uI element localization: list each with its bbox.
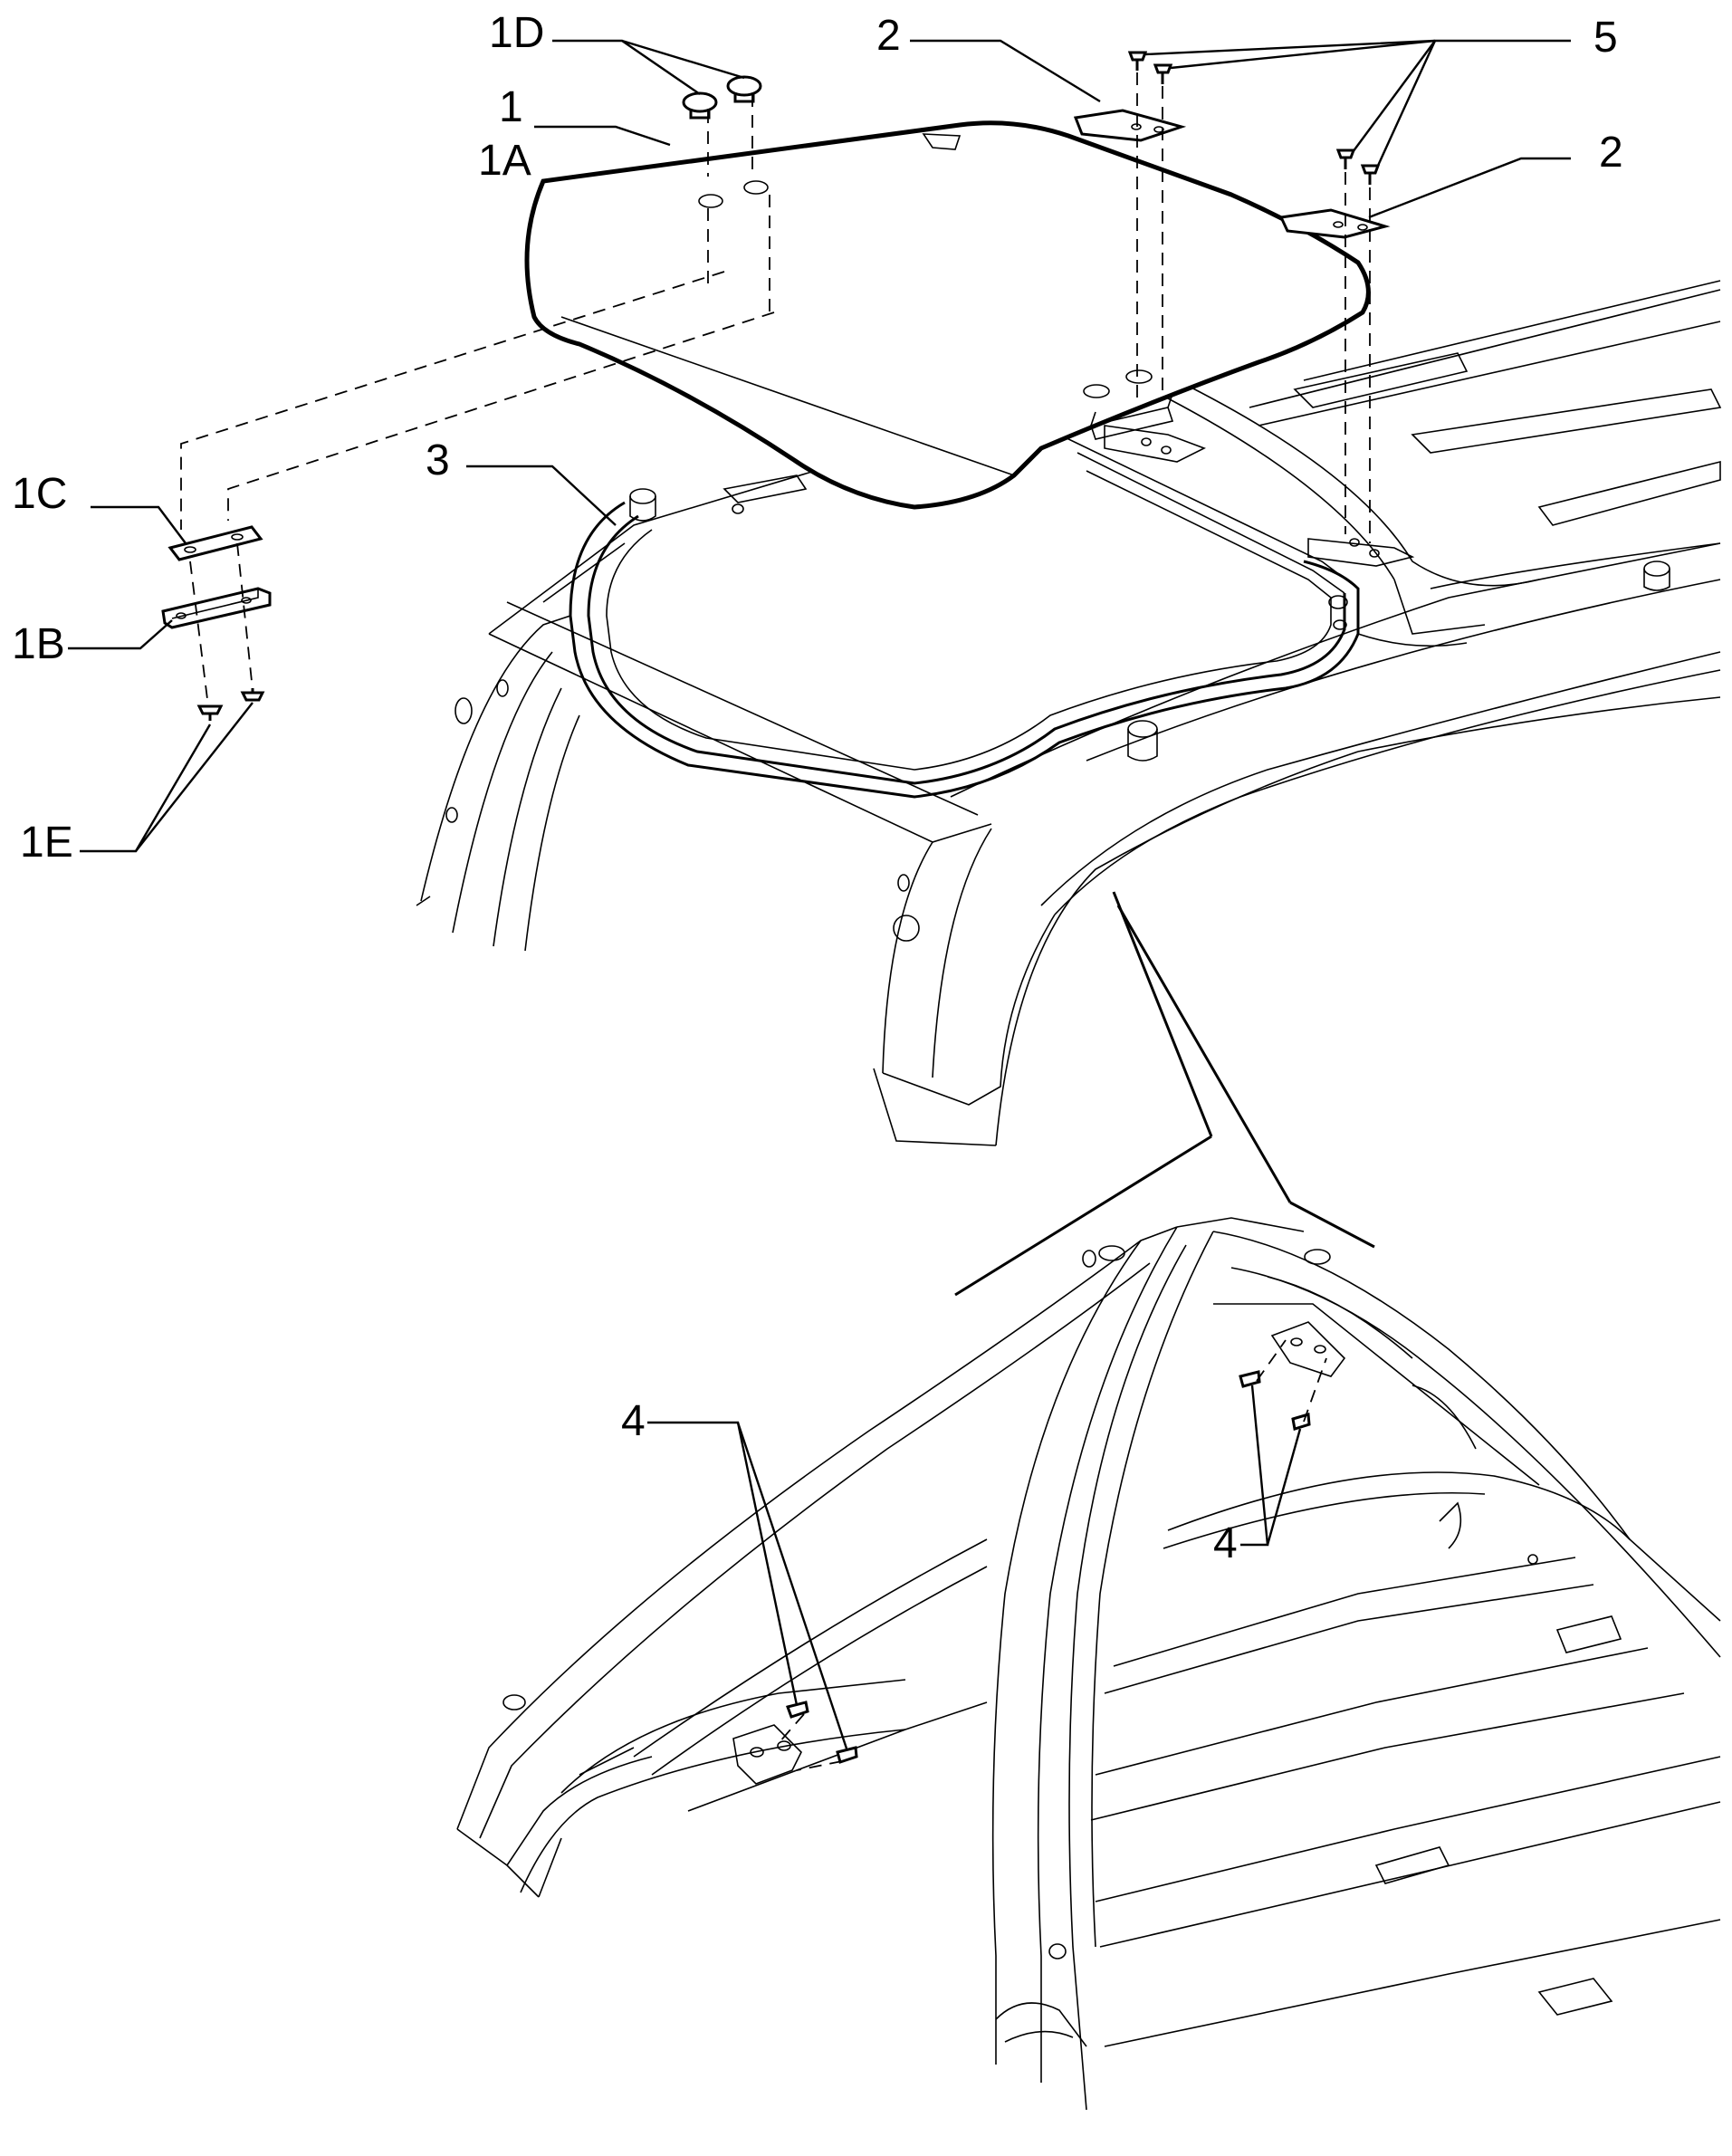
screws-5 — [1127, 51, 1381, 185]
callout-4-left: 4 — [621, 1397, 646, 1445]
roof-opening-seal — [569, 425, 1415, 799]
callout-1e: 1E — [20, 819, 73, 867]
callout-2-right: 2 — [1599, 129, 1623, 177]
screw-icon — [1335, 149, 1356, 169]
screw-icon — [1127, 51, 1148, 71]
screw-icon — [1239, 1370, 1261, 1388]
screw-icon — [1360, 164, 1381, 185]
assembly-lines-lower — [778, 1339, 1327, 1771]
callout-1c: 1C — [12, 470, 67, 518]
hinge-plate-2-left — [1073, 109, 1187, 142]
callout-1b: 1B — [12, 620, 65, 668]
screw-icon — [1291, 1413, 1311, 1431]
screw-icon — [836, 1746, 858, 1764]
knob-icon — [726, 75, 762, 103]
screw-icon — [196, 704, 224, 721]
screws-1e — [196, 688, 265, 721]
callout-1d: 1D — [489, 9, 544, 57]
knob-icon — [682, 91, 718, 120]
hinge-plate-2-right — [1278, 208, 1391, 239]
roof-body-lower — [456, 1217, 1721, 2111]
callout-2-left: 2 — [876, 12, 901, 60]
leader-lines — [68, 39, 1571, 1749]
knobs-1d — [682, 75, 762, 120]
callout-5: 5 — [1593, 14, 1618, 62]
detail-pointer — [954, 891, 1375, 1297]
bracket-1b — [161, 587, 272, 629]
callout-1a: 1A — [478, 137, 531, 185]
callout-3: 3 — [426, 436, 450, 484]
assembly-lines — [180, 72, 1371, 707]
bracket-1c — [167, 525, 263, 561]
screw-icon — [1153, 63, 1173, 84]
roof-body-upper — [416, 280, 1722, 1146]
callout-1: 1 — [499, 83, 523, 131]
removable-roof-panel — [524, 120, 1371, 510]
screw-icon — [240, 688, 265, 702]
callout-labels: 1D 1 1A 1C 1B 1E 2 5 2 3 4 4 — [12, 9, 1623, 1567]
callout-4-right: 4 — [1213, 1519, 1238, 1567]
screw-icon — [786, 1701, 809, 1719]
